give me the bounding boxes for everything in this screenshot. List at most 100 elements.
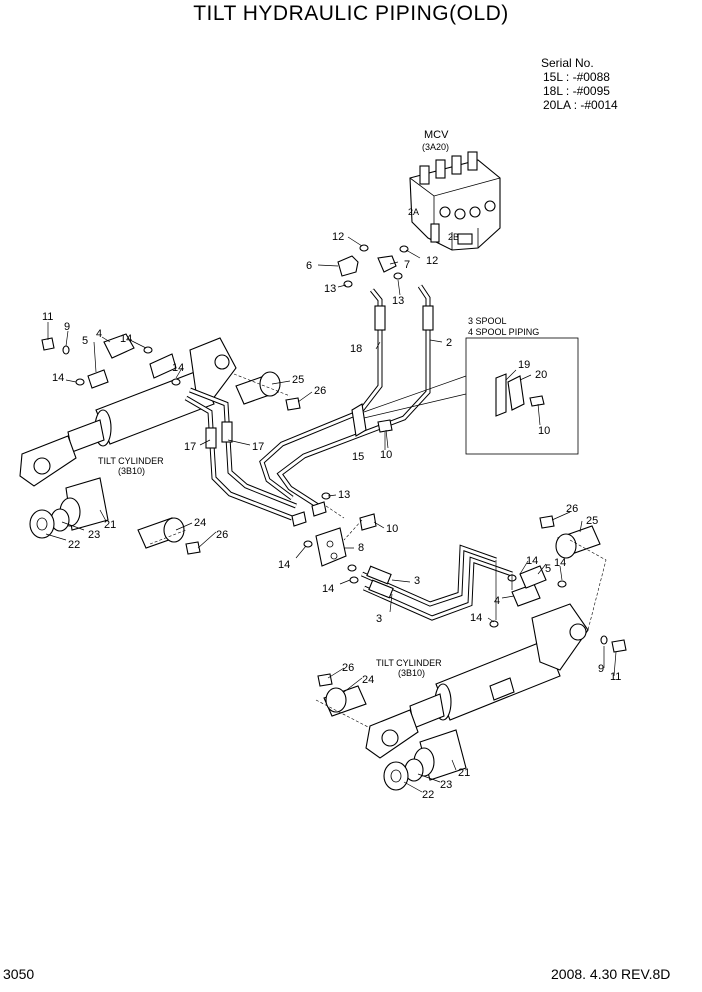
part-label-12b: 12 — [426, 255, 438, 267]
bracket-19 — [495, 373, 507, 417]
o-ring-14e2 — [347, 564, 357, 572]
o-ring-14h — [489, 620, 499, 628]
elbow-fitting-7 — [377, 255, 397, 273]
part-label-24-right: 24 — [362, 674, 374, 686]
page-number: 3050 — [3, 966, 35, 982]
o-ring-12a — [359, 244, 369, 252]
part-label-10-inset: 10 — [538, 425, 550, 437]
left-cylinder-label: TILT CYLINDER — [98, 456, 164, 466]
part-label-9-right: 9 — [598, 663, 604, 675]
guide-lines — [149, 373, 607, 729]
part-label-14e: 14 — [322, 583, 334, 595]
hose-3b-crimp — [368, 579, 394, 599]
hose-17 — [184, 387, 297, 521]
hose-2-crimp — [422, 305, 434, 331]
elbow-fitting-6 — [337, 255, 359, 277]
part-label-14g: 14 — [554, 557, 566, 569]
part-label-14f: 14 — [526, 555, 538, 567]
bolt-26-right-bottom — [317, 673, 333, 687]
o-ring-14b — [75, 378, 85, 386]
part-label-17a: 17 — [184, 441, 196, 453]
part-label-14c: 14 — [172, 362, 184, 374]
o-ring-13b — [393, 272, 403, 280]
part-label-19: 19 — [518, 359, 530, 371]
part-label-26-right-bottom: 26 — [342, 662, 354, 674]
right-hose-leads — [495, 560, 513, 620]
part-label-23-right: 23 — [440, 779, 452, 791]
o-ring-14e — [349, 576, 359, 584]
bolt-10-block — [359, 513, 377, 531]
left-tilt-cylinder — [19, 337, 237, 487]
left-cylinder-code: (3B10) — [118, 466, 145, 476]
part-label-4-right: 4 — [494, 595, 500, 607]
part-label-10-block: 10 — [386, 523, 398, 535]
right-cylinder-label: TILT CYLINDER — [376, 658, 442, 668]
part-label-26-left-top: 26 — [314, 385, 326, 397]
bolt-26-left-top — [285, 397, 301, 411]
part-label-25-left: 25 — [292, 374, 304, 386]
bolt-10-clamp — [377, 419, 393, 433]
part-label-14b: 14 — [52, 372, 64, 384]
part-label-23-left: 23 — [88, 529, 100, 541]
bolt-26-right-top — [539, 515, 555, 529]
bolt-26-left-bottom — [185, 541, 201, 555]
hose-17b-crimp — [221, 421, 233, 443]
serial-line-15l: 15L : -#0088 — [543, 70, 610, 84]
part-label-3a: 3 — [414, 575, 420, 587]
spool-4-label: 4 SPOOL PIPING — [468, 327, 539, 337]
washer-22-right — [383, 761, 409, 791]
port-2b-label: 2B — [448, 232, 459, 242]
part-label-26-left-bottom: 26 — [216, 529, 228, 541]
right-cylinder-code: (3B10) — [398, 668, 425, 678]
revision-date: 2008. 4.30 REV.8D — [551, 966, 671, 982]
spool-3-label: 3 SPOOL — [468, 316, 507, 326]
part-label-13b: 13 — [392, 295, 404, 307]
bolt-10-inset — [529, 395, 545, 407]
part-label-13a: 13 — [324, 283, 336, 295]
part-label-14a: 14 — [120, 333, 132, 345]
part-label-25-right: 25 — [586, 515, 598, 527]
washer-9-right — [600, 635, 608, 645]
mcv-valve — [409, 151, 501, 251]
part-label-9-left: 9 — [64, 321, 70, 333]
part-label-21-right: 21 — [458, 767, 470, 779]
o-ring-14g — [557, 580, 567, 588]
o-ring-14c — [171, 378, 181, 386]
part-label-21-left: 21 — [104, 519, 116, 531]
o-ring-14a — [143, 346, 153, 354]
right-tilt-cylinder — [365, 603, 589, 759]
part-label-8: 8 — [358, 542, 364, 554]
washer-9-left — [62, 345, 70, 355]
page-title: TILT HYDRAULIC PIPING(OLD) — [193, 2, 509, 25]
fitting-upper-b — [311, 501, 327, 517]
part-label-10-clamp: 10 — [380, 449, 392, 461]
hose-17a-crimp — [205, 427, 217, 449]
part-label-20: 20 — [535, 369, 547, 381]
inset-leader-lines — [363, 375, 467, 419]
part-label-24-left: 24 — [194, 517, 206, 529]
mcv-label: MCV — [424, 129, 449, 141]
fitting-upper-a — [291, 511, 307, 527]
hose-2 — [276, 284, 431, 509]
serial-heading: Serial No. — [541, 56, 594, 70]
serial-line-18l: 18L : -#0095 — [543, 84, 610, 98]
o-ring-12b — [399, 245, 409, 253]
serial-line-20la: 20LA : -#0014 — [543, 98, 618, 112]
part-label-22-right: 22 — [422, 789, 434, 801]
part-label-11-right: 11 — [610, 671, 621, 683]
hose-18-crimp — [374, 305, 386, 331]
part-label-14h: 14 — [470, 612, 482, 624]
part-numbers: 12 12 6 7 13 13 18 2 19 20 10 15 10 11 9… — [42, 231, 621, 801]
part-label-18: 18 — [350, 343, 362, 355]
part-label-13c: 13 — [338, 489, 350, 501]
fitting-4-left — [103, 333, 135, 359]
part-label-15: 15 — [352, 451, 364, 463]
fitting-5-right — [519, 565, 547, 589]
part-label-12a: 12 — [332, 231, 344, 243]
pin-25-right-head — [555, 533, 577, 559]
bolt-11-left — [41, 337, 55, 351]
part-label-5-left: 5 — [82, 335, 88, 347]
pin-24-left-head — [163, 517, 185, 543]
part-label-7: 7 — [404, 259, 410, 271]
o-ring-14d — [303, 540, 313, 548]
